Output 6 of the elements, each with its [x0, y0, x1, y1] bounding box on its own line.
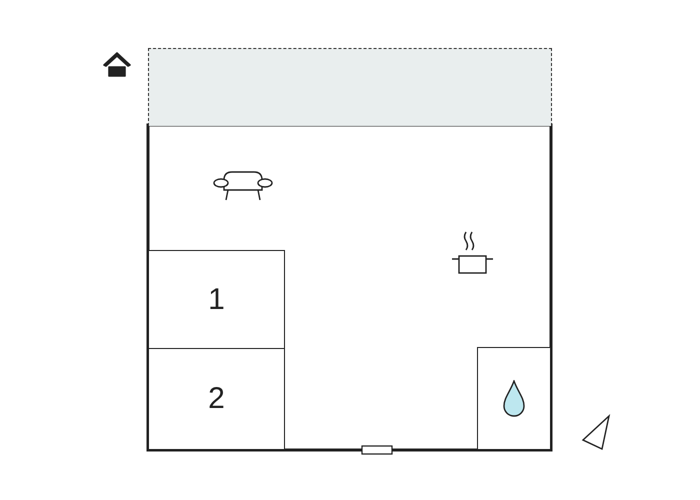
room-box [148, 348, 285, 450]
room-number: 1 [208, 282, 225, 316]
bathroom-box [477, 347, 551, 450]
room-number: 2 [208, 382, 225, 416]
room-box [148, 250, 285, 349]
terrace-area [148, 48, 552, 126]
